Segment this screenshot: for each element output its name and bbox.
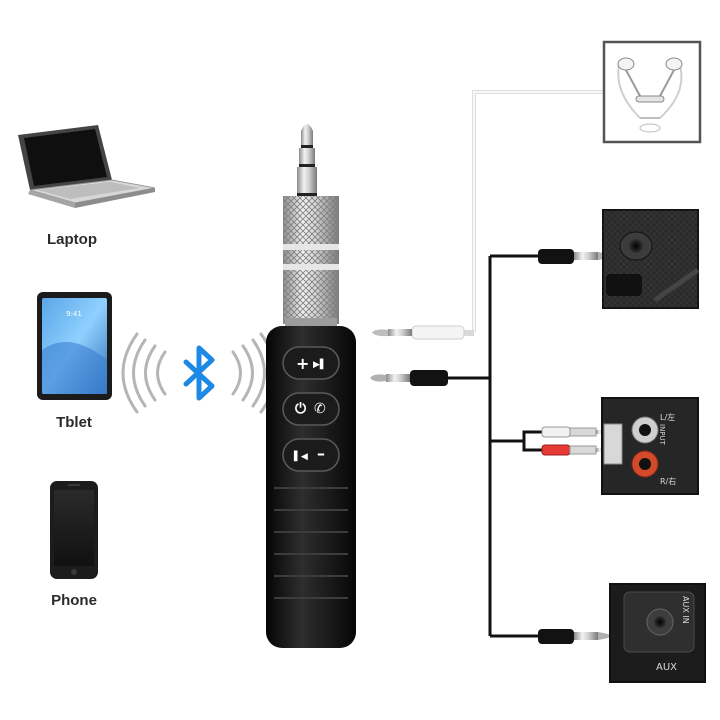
earphone-cable (372, 90, 607, 340)
receiver-buttons (282, 346, 340, 472)
phone-label: Phone (51, 592, 97, 609)
aux-in-label: AUX IN (681, 596, 690, 624)
tablet-label: Tblet (56, 414, 92, 431)
rca-input-label: INPUT (658, 424, 666, 445)
aux-plug-top (538, 249, 612, 264)
earphones-icon (602, 40, 702, 144)
receiver-knurled-head (283, 196, 339, 328)
next-track-icon[interactable]: ▶▌ (313, 360, 327, 370)
volume-down-icon[interactable]: – (317, 444, 325, 463)
bluetooth-icon (183, 345, 215, 401)
main-aux-plug (370, 370, 448, 386)
power-icon[interactable]: ⏻ (295, 401, 307, 417)
rca-l-label: L/左 (660, 413, 676, 422)
call-icon[interactable]: ✆ (314, 401, 326, 417)
rca-r-label: R/右 (660, 477, 677, 486)
tablet-icon: 9:41 (37, 292, 112, 400)
rca-panel (601, 397, 699, 495)
volume-up-icon[interactable]: + (296, 354, 310, 373)
rca-plugs (522, 426, 606, 456)
aux-panel (609, 583, 706, 683)
receiver-plug (297, 124, 317, 196)
tablet-time: 9:41 (66, 310, 82, 318)
aux-plug-bottom (538, 629, 612, 644)
aux-cable-tree (446, 254, 538, 638)
phone-icon (50, 481, 98, 579)
aux-label: AUX (656, 662, 678, 673)
jack-panel-top (602, 209, 700, 309)
bluetooth-waves (121, 332, 277, 414)
laptop-icon (18, 125, 156, 208)
laptop-label: Laptop (47, 231, 97, 248)
previous-track-icon[interactable]: ▌◀ (294, 452, 308, 462)
